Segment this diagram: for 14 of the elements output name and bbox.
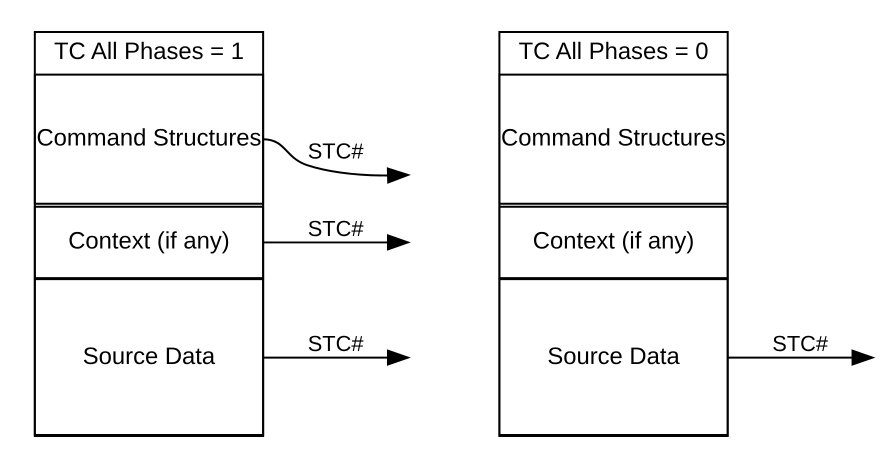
- edge-label: STC#: [308, 216, 364, 242]
- edge-label: STC#: [772, 331, 828, 356]
- arrow: [263, 234, 411, 251]
- node-box: Command Structures: [34, 74, 264, 205]
- node-box: Context (if any): [34, 206, 264, 280]
- node-box: Source Data: [34, 278, 264, 437]
- arrow: [263, 138, 411, 184]
- node-box: Command Structures: [498, 74, 729, 205]
- arrow: [263, 349, 411, 366]
- edge-label: STC#: [308, 331, 364, 356]
- edge-label: STC#: [308, 138, 364, 164]
- arrow: [728, 349, 876, 366]
- node-box: Context (if any): [498, 206, 729, 280]
- node-box: Source Data: [498, 278, 729, 437]
